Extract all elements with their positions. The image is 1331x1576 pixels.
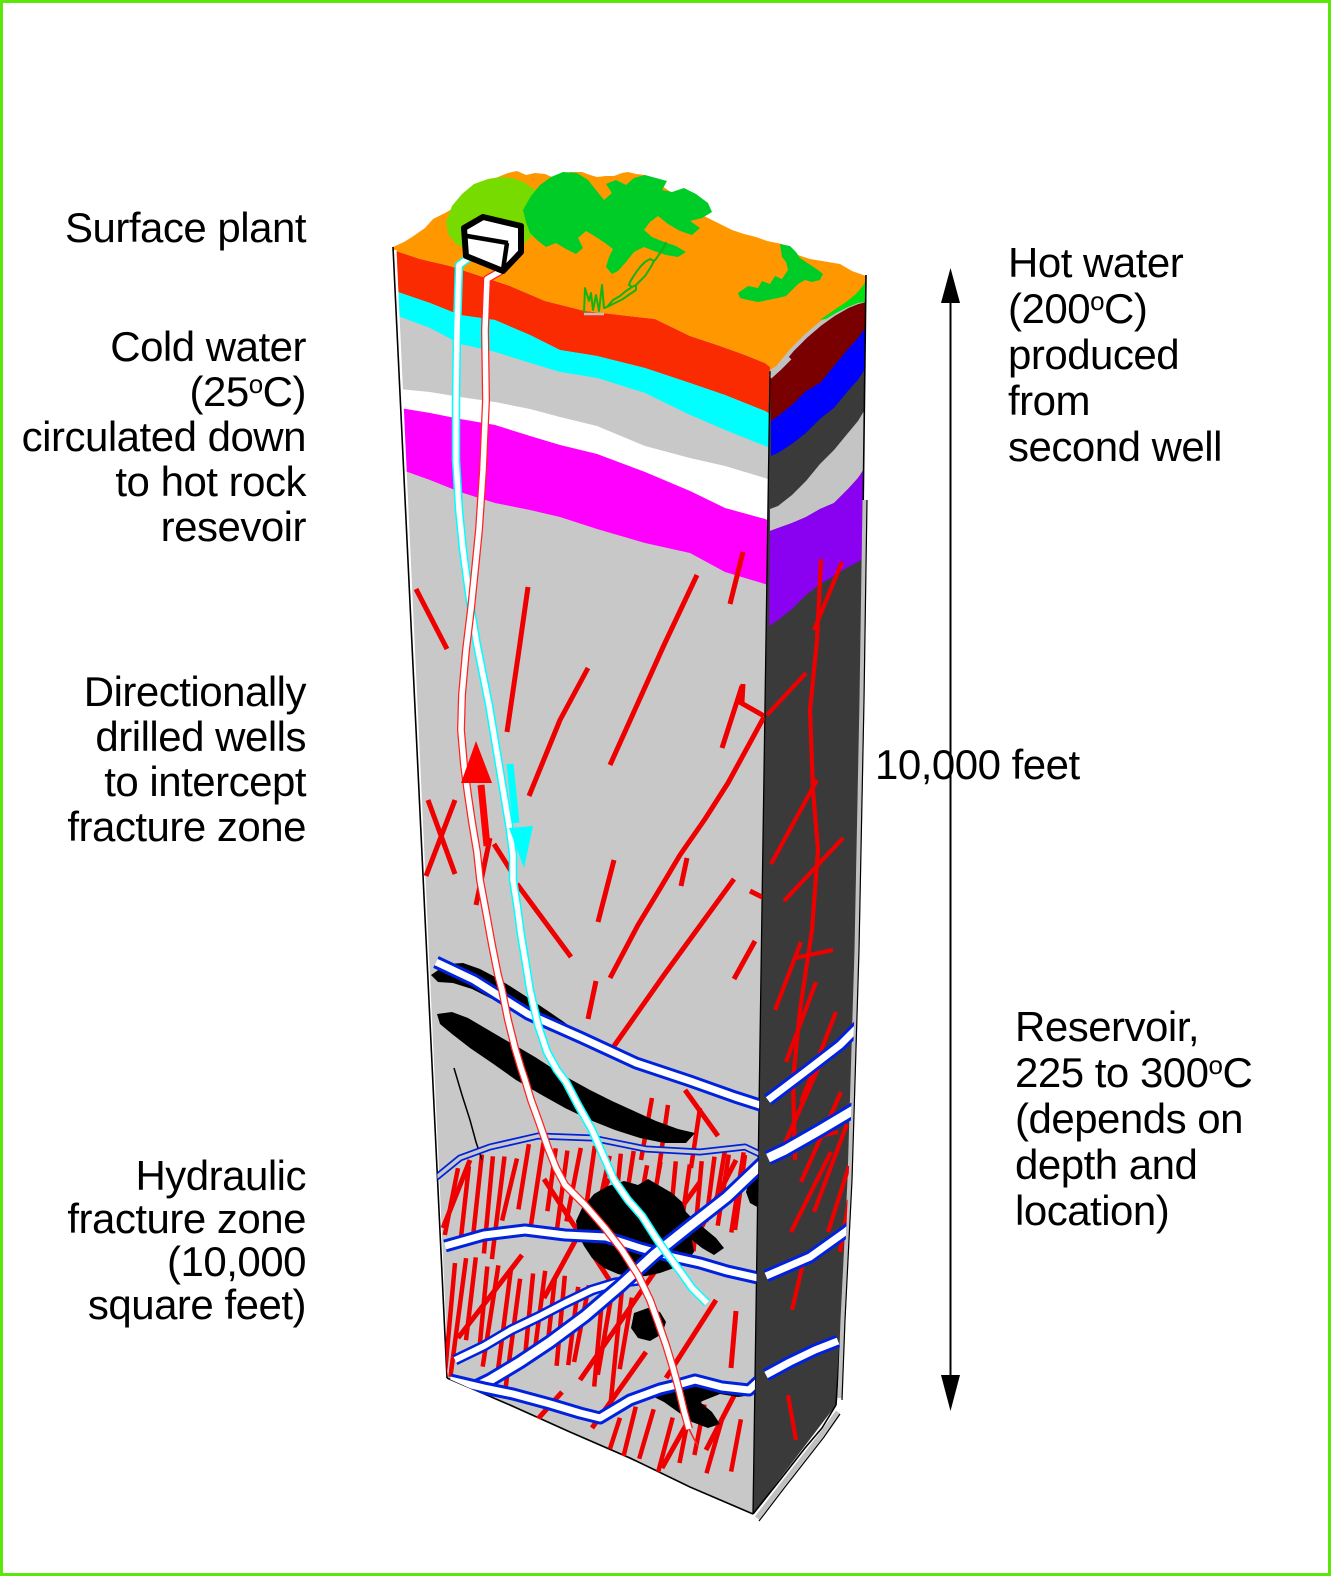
svg-text:produced: produced xyxy=(1008,331,1179,378)
svg-text:to hot rock: to hot rock xyxy=(115,458,307,505)
svg-text:depth and: depth and xyxy=(1015,1141,1197,1188)
svg-text:(depends on: (depends on xyxy=(1015,1095,1243,1142)
svg-text:drilled wells: drilled wells xyxy=(95,713,306,760)
svg-text:fracture zone: fracture zone xyxy=(67,803,306,850)
svg-text:square feet): square feet) xyxy=(88,1281,306,1328)
svg-text:circulated down: circulated down xyxy=(22,413,306,460)
svg-text:resevoir: resevoir xyxy=(161,503,307,550)
svg-text:(200oC): (200oC) xyxy=(1008,285,1147,332)
svg-text:Surface plant: Surface plant xyxy=(65,204,307,251)
svg-text:Hot water: Hot water xyxy=(1008,239,1184,286)
svg-text:to intercept: to intercept xyxy=(104,758,307,805)
svg-text:225 to 300oC: 225 to 300oC xyxy=(1015,1049,1252,1096)
svg-text:Reservoir,: Reservoir, xyxy=(1015,1003,1199,1050)
svg-text:Directionally: Directionally xyxy=(84,668,307,715)
svg-text:10,000 feet: 10,000 feet xyxy=(875,741,1081,788)
svg-text:from: from xyxy=(1008,377,1090,424)
svg-text:Cold water: Cold water xyxy=(110,323,306,370)
svg-text:second well: second well xyxy=(1008,423,1222,470)
svg-text:fracture zone: fracture zone xyxy=(67,1195,306,1242)
svg-text:Hydraulic: Hydraulic xyxy=(135,1152,306,1199)
svg-text:(25oC): (25oC) xyxy=(190,368,307,415)
svg-text:(10,000: (10,000 xyxy=(167,1238,306,1285)
svg-text:location): location) xyxy=(1015,1187,1169,1234)
